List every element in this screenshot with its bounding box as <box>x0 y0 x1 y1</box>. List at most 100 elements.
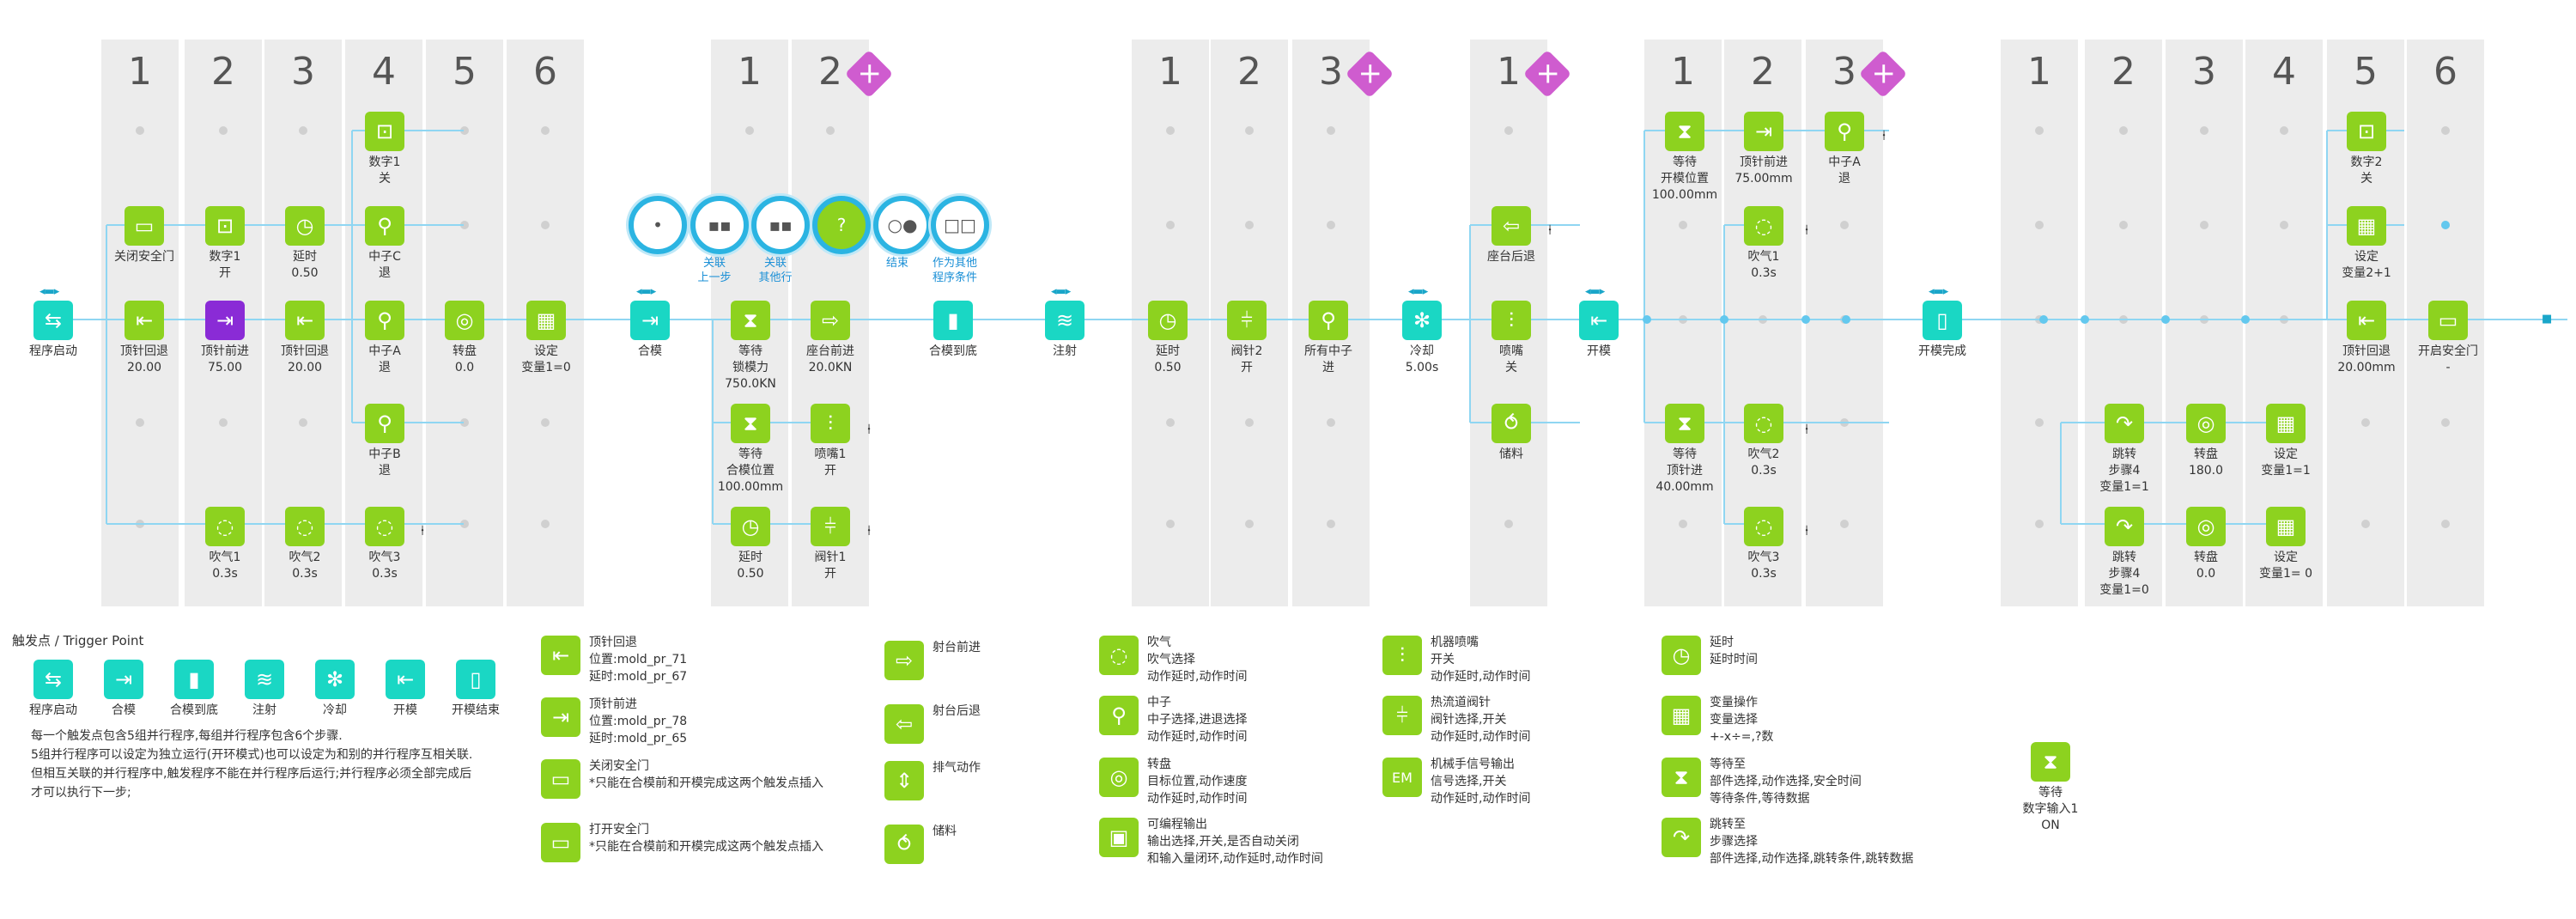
step-node[interactable]: ▦设定 变量1=0 <box>499 301 593 376</box>
step-node[interactable]: ⇥合模 <box>603 301 697 360</box>
empty-slot-dot[interactable] <box>299 418 307 427</box>
empty-slot-dot[interactable] <box>1327 221 1335 229</box>
step-node[interactable]: ◷延时 0.50 <box>703 507 798 582</box>
step-node[interactable]: ⚲中子A 退 <box>1797 112 1892 187</box>
empty-slot-dot[interactable] <box>2200 221 2208 229</box>
empty-slot-dot[interactable] <box>2441 520 2450 528</box>
empty-slot-dot[interactable] <box>1166 126 1175 135</box>
empty-slot-dot[interactable] <box>745 221 754 229</box>
end-option[interactable]: ○● <box>873 196 932 254</box>
empty-slot-dot[interactable] <box>1327 520 1335 528</box>
link-dots-option[interactable]: • <box>629 196 687 254</box>
step-node[interactable]: ◎转盘 0.0 <box>2159 507 2253 582</box>
empty-slot-dot[interactable] <box>2035 221 2044 229</box>
step-node[interactable]: ⧗等待 合模位置 100.00mm <box>703 404 798 496</box>
step-node[interactable]: ⫩阀针1 开 <box>783 507 878 582</box>
question-option[interactable]: ? <box>812 196 871 254</box>
empty-slot-dot[interactable] <box>460 520 469 528</box>
empty-slot-dot[interactable] <box>2361 520 2370 528</box>
empty-slot-dot[interactable] <box>541 126 550 135</box>
step-node[interactable]: ⫩阀针2 开 <box>1200 301 1294 376</box>
step-node[interactable]: ⇤顶针回退 20.00 <box>258 301 352 376</box>
step-node[interactable]: ⫶喷嘴 关 <box>1464 301 1558 376</box>
step-node[interactable]: ⇆程序启动 <box>6 301 100 360</box>
step-node[interactable]: ◌吹气2 0.3s <box>1716 404 1811 479</box>
empty-slot-dot[interactable] <box>2280 221 2288 229</box>
empty-slot-dot[interactable] <box>136 126 144 135</box>
step-node[interactable]: ▭开启安全门 - <box>2401 301 2495 376</box>
empty-slot-dot[interactable] <box>2200 126 2208 135</box>
step-node[interactable]: ▮合模到底 <box>906 301 1000 360</box>
step-node[interactable]: ↷跳转 步骤4 变量1=0 <box>2077 507 2172 599</box>
empty-slot-dot[interactable] <box>745 126 754 135</box>
empty-slot-dot[interactable] <box>1840 221 1849 229</box>
empty-slot-dot[interactable] <box>1245 221 1254 229</box>
empty-slot-dot[interactable] <box>541 520 550 528</box>
empty-slot-dot[interactable] <box>826 126 835 135</box>
step-node[interactable]: ▦设定 变量1= 0 <box>2239 507 2333 582</box>
empty-slot-dot[interactable] <box>541 418 550 427</box>
empty-slot-dot[interactable] <box>2280 126 2288 135</box>
step-node[interactable]: ≋注射 <box>1018 301 1112 360</box>
step-node[interactable]: ✻冷却 5.00s <box>1375 301 1469 376</box>
empty-slot-dot[interactable] <box>1679 520 1687 528</box>
step-node[interactable]: ⇦座台后退 <box>1464 206 1558 265</box>
empty-slot-dot[interactable] <box>1504 126 1513 135</box>
empty-slot-dot[interactable] <box>219 126 228 135</box>
step-node[interactable]: ◌吹气1 0.3s <box>1716 206 1811 282</box>
step-node[interactable]: ⊡数字2 关 <box>2319 112 2414 187</box>
step-node[interactable]: ⇤开模 <box>1552 301 1646 360</box>
step-node[interactable]: ⇤顶针回退 20.00mm <box>2319 301 2414 376</box>
step-node[interactable]: ⚲中子C 退 <box>337 206 432 282</box>
step-node[interactable]: ⧗等待 开模位置 100.00mm <box>1637 112 1732 204</box>
empty-slot-dot[interactable] <box>219 418 228 427</box>
step-node[interactable]: ⫶喷嘴1 开 <box>783 404 878 479</box>
empty-slot-dot[interactable] <box>1245 126 1254 135</box>
step-node[interactable]: ⊡数字1 开 <box>178 206 272 282</box>
step-node[interactable]: ↷跳转 步骤4 变量1=1 <box>2077 404 2172 496</box>
step-node[interactable]: ▯开模完成 <box>1895 301 1990 360</box>
step-node[interactable]: ⚲所有中子 进 <box>1281 301 1376 376</box>
step-node[interactable]: ◷延时 0.50 <box>258 206 352 282</box>
step-node[interactable]: ◌吹气3 0.3s <box>1716 507 1811 582</box>
empty-slot-dot[interactable] <box>460 126 469 135</box>
step-node[interactable]: ⇥顶针前进 75.00 <box>178 301 272 376</box>
empty-slot-dot[interactable] <box>460 221 469 229</box>
empty-slot-dot[interactable] <box>2035 126 2044 135</box>
step-node[interactable]: ⇤顶针回退 20.00 <box>97 301 191 376</box>
empty-slot-dot[interactable] <box>1245 520 1254 528</box>
empty-slot-dot[interactable] <box>1245 418 1254 427</box>
empty-slot-dot[interactable] <box>1327 126 1335 135</box>
empty-slot-dot[interactable] <box>2441 126 2450 135</box>
step-node[interactable]: ◷延时 0.50 <box>1121 301 1215 376</box>
empty-slot-dot[interactable] <box>136 418 144 427</box>
step-node[interactable]: ⥀储料 <box>1464 404 1558 463</box>
step-node[interactable]: ⚲中子B 退 <box>337 404 432 479</box>
empty-slot-dot[interactable] <box>2441 418 2450 427</box>
step-node[interactable]: ▭关闭安全门 <box>97 206 191 265</box>
step-node[interactable]: ⇥顶针前进 75.00mm <box>1716 112 1811 187</box>
empty-slot-dot[interactable] <box>2119 221 2128 229</box>
step-node[interactable]: ◌吹气3 0.3s <box>337 507 432 582</box>
empty-slot-dot[interactable] <box>1327 418 1335 427</box>
empty-slot-dot[interactable] <box>2361 418 2370 427</box>
step-node[interactable]: ◌吹气1 0.3s <box>178 507 272 582</box>
empty-slot-dot[interactable] <box>1679 221 1687 229</box>
step-node[interactable]: ⧗等待 锁模力 750.0KN <box>703 301 798 393</box>
link-prev-option[interactable]: ▪▪ <box>690 196 749 254</box>
step-node[interactable]: ◎转盘 180.0 <box>2159 404 2253 479</box>
empty-slot-dot[interactable] <box>2035 520 2044 528</box>
empty-slot-dot[interactable] <box>1840 520 1849 528</box>
condition-option[interactable]: □□ <box>931 196 989 254</box>
empty-slot-dot[interactable] <box>1166 221 1175 229</box>
empty-slot-dot[interactable] <box>2119 126 2128 135</box>
empty-slot-dot[interactable] <box>1166 418 1175 427</box>
step-node[interactable]: ▦设定 变量1=1 <box>2239 404 2333 479</box>
step-node[interactable]: ◎转盘 0.0 <box>417 301 512 376</box>
step-node[interactable]: ⇨座台前进 20.0KN <box>783 301 878 376</box>
step-node[interactable]: ⊡数字1 关 <box>337 112 432 187</box>
step-node[interactable]: ⚲中子A 退 <box>337 301 432 376</box>
step-node[interactable]: ⧗等待 顶针进 40.00mm <box>1637 404 1732 496</box>
empty-slot-dot[interactable] <box>460 418 469 427</box>
empty-slot-dot[interactable] <box>2035 418 2044 427</box>
